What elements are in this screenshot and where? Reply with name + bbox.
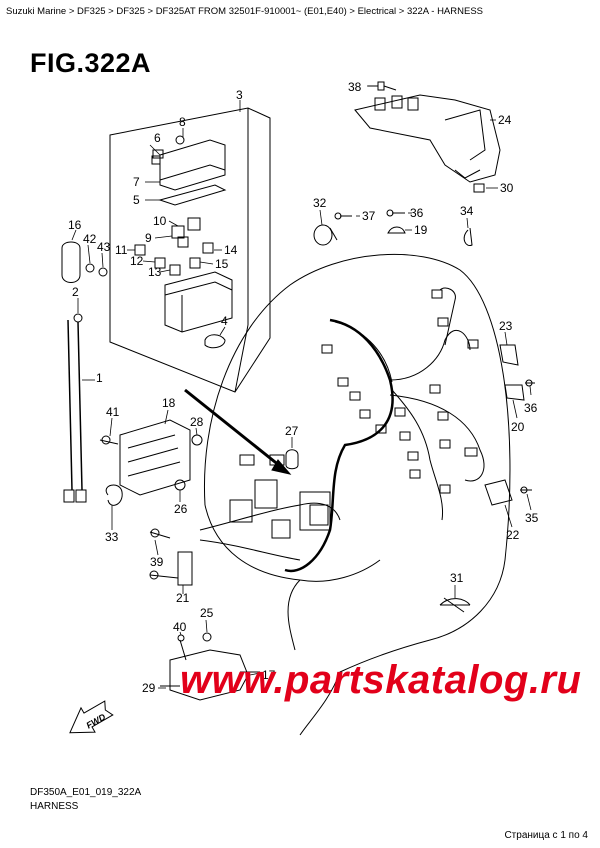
callout-22[interactable]: 22: [506, 528, 520, 542]
callout-5[interactable]: 5: [133, 193, 140, 207]
callout-9[interactable]: 9: [145, 231, 152, 245]
parts-22-35: [484, 479, 532, 506]
callout-10[interactable]: 10: [153, 214, 167, 228]
callout-37[interactable]: 37: [362, 209, 376, 223]
part-31-clamp: [439, 597, 471, 613]
callout-26[interactable]: 26: [174, 502, 188, 516]
figure-title: FIG.322A: [30, 48, 152, 78]
callout-16[interactable]: 16: [68, 218, 82, 232]
callout-21[interactable]: 21: [176, 591, 190, 605]
callout-12[interactable]: 12: [130, 254, 144, 268]
part-30-nut: [473, 183, 485, 193]
callout-1[interactable]: 1: [96, 371, 103, 385]
callout-11[interactable]: 11: [115, 243, 128, 257]
callout-35[interactable]: 35: [525, 511, 539, 525]
callout-27[interactable]: 27: [285, 424, 299, 438]
callout-3[interactable]: 3: [236, 88, 243, 102]
callout-19[interactable]: 19: [414, 223, 428, 237]
watermark: www.partskatalog.ru: [180, 658, 582, 702]
callout-36b[interactable]: 36: [410, 206, 424, 220]
parts-1-2-cables: [63, 313, 87, 503]
callout-18[interactable]: 18: [162, 396, 176, 410]
callout-15[interactable]: 15: [215, 257, 229, 271]
callout-36[interactable]: 36: [524, 401, 538, 415]
callout-30[interactable]: 30: [500, 181, 514, 195]
callout-34[interactable]: 34: [460, 204, 474, 218]
callout-17[interactable]: 17: [262, 668, 276, 682]
breadcrumb[interactable]: Suzuki Marine > DF325 > DF325 > DF325AT …: [6, 6, 483, 17]
callout-14[interactable]: 14: [224, 243, 238, 257]
figure-code: DF350A_E01_019_322A: [30, 787, 142, 798]
pointer-arrow: [184, 388, 292, 475]
inset-parts: [134, 135, 233, 349]
main-harness: [199, 287, 485, 573]
engine-cover-outline: [203, 253, 511, 736]
parts-16-42-43: [61, 241, 108, 283]
parts-18-41-28-26-33: [99, 419, 203, 506]
callout-43[interactable]: 43: [97, 240, 111, 254]
callout-7[interactable]: 7: [133, 175, 140, 189]
callout-labels: 1 2 3 4 5 6 7 8 9 10 11 12 13 14 15 16 1…: [68, 80, 539, 695]
callout-25[interactable]: 25: [200, 606, 214, 620]
callout-4[interactable]: 4: [221, 314, 228, 328]
callout-40[interactable]: 40: [173, 620, 187, 634]
callout-39[interactable]: 39: [150, 555, 164, 569]
harness-connectors: [229, 289, 479, 539]
callout-8[interactable]: 8: [179, 115, 186, 129]
callout-42[interactable]: 42: [83, 232, 97, 246]
callout-23[interactable]: 23: [499, 319, 513, 333]
figure-caption: HARNESS: [30, 801, 79, 812]
part-38-bolt: [368, 81, 397, 91]
pager-status: Страница с 1 по 4: [504, 830, 588, 841]
inset-box: [109, 107, 271, 393]
callout-32[interactable]: 32: [313, 196, 327, 210]
parts-32-36-37-19: [313, 209, 406, 246]
leader-lines: [71, 85, 532, 689]
parts-23-36-20: [499, 344, 535, 401]
callout-24[interactable]: 24: [498, 113, 512, 127]
callout-38[interactable]: 38: [348, 80, 362, 94]
parts-39-21-27: [149, 449, 299, 586]
callout-6[interactable]: 6: [154, 131, 161, 145]
fwd-arrow-icon: FWD: [69, 700, 114, 734]
callout-31[interactable]: 31: [450, 571, 464, 585]
callout-2[interactable]: 2: [72, 285, 79, 299]
callout-20[interactable]: 20: [511, 420, 525, 434]
part-34-clip: [463, 227, 473, 247]
callout-41[interactable]: 41: [106, 405, 120, 419]
callout-29[interactable]: 29: [142, 681, 156, 695]
callout-13[interactable]: 13: [148, 265, 162, 279]
parts-17-25-29-40: [160, 632, 260, 701]
part-24-bracket: [354, 94, 501, 183]
callout-33[interactable]: 33: [105, 530, 119, 544]
callout-28[interactable]: 28: [190, 415, 204, 429]
